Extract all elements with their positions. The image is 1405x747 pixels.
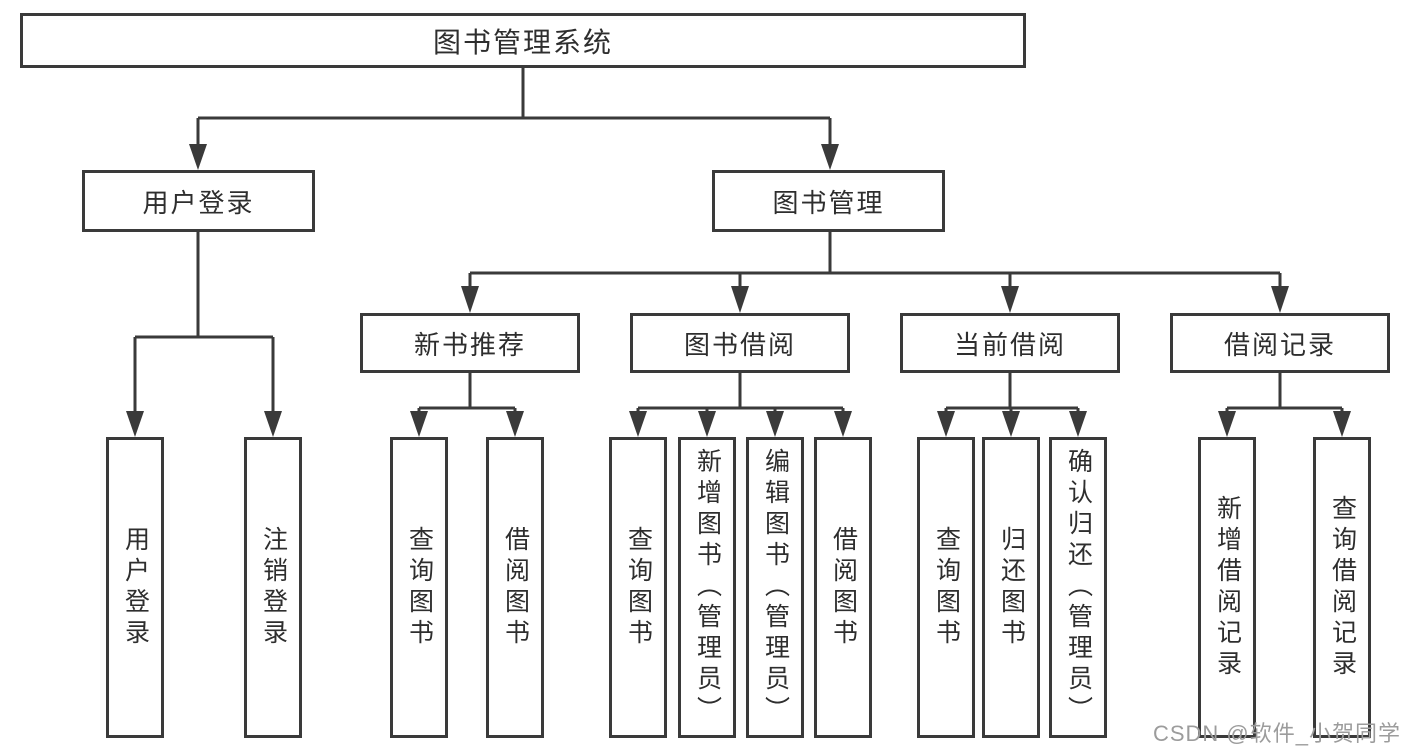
node-root-label: 图书管理系统 [432, 26, 613, 58]
node-user-login: 用户登录 [82, 170, 315, 232]
leaf-edit-books-admin-label: 编辑图书（管理员） [761, 448, 790, 727]
node-user-login-label: 用户登录 [142, 187, 255, 218]
leaf-add-books-admin-label: 新增图书（管理员） [693, 448, 722, 727]
leaf-confirm-return-admin: 确认归还（管理员） [1049, 437, 1107, 738]
node-book-management-label: 图书管理 [772, 187, 885, 218]
leaf-add-books-admin: 新增图书（管理员） [678, 437, 736, 738]
node-borrow-records: 借阅记录 [1170, 313, 1390, 373]
leaf-newbook-query-books: 查询图书 [390, 437, 448, 738]
leaf-add-borrow-record: 新增借阅记录 [1198, 437, 1256, 738]
node-book-management: 图书管理 [712, 170, 945, 232]
leaf-newbook-borrow-books-label: 借阅图书 [501, 525, 530, 650]
leaf-return-books: 归还图书 [982, 437, 1040, 738]
node-book-borrow-label: 图书借阅 [683, 329, 796, 360]
leaf-current-query-books: 查询图书 [917, 437, 975, 738]
node-borrow-records-label: 借阅记录 [1223, 329, 1336, 360]
leaf-user-login-label: 用户登录 [121, 525, 150, 650]
node-new-book-recommend: 新书推荐 [360, 313, 580, 373]
leaf-logout: 注销登录 [244, 437, 302, 738]
leaf-borrow-query-books-label: 查询图书 [624, 525, 653, 650]
node-current-borrow-label: 当前借阅 [953, 329, 1066, 360]
node-book-borrow: 图书借阅 [630, 313, 850, 373]
leaf-logout-label: 注销登录 [259, 525, 288, 650]
leaf-current-query-books-label: 查询图书 [932, 525, 961, 650]
leaf-newbook-query-books-label: 查询图书 [405, 525, 434, 650]
leaf-confirm-return-admin-label: 确认归还（管理员） [1064, 448, 1093, 727]
leaf-edit-books-admin: 编辑图书（管理员） [746, 437, 804, 738]
leaf-query-borrow-record: 查询借阅记录 [1313, 437, 1371, 738]
leaf-query-borrow-record-label: 查询借阅记录 [1328, 494, 1357, 681]
leaf-borrow-books-label: 借阅图书 [829, 525, 858, 650]
leaf-newbook-borrow-books: 借阅图书 [486, 437, 544, 738]
leaf-add-borrow-record-label: 新增借阅记录 [1213, 494, 1242, 681]
leaf-borrow-books: 借阅图书 [814, 437, 872, 738]
leaf-user-login: 用户登录 [106, 437, 164, 738]
node-current-borrow: 当前借阅 [900, 313, 1120, 373]
csdn-watermark: CSDN @软件_小贺同学 [1152, 721, 1401, 746]
node-root: 图书管理系统 [20, 13, 1026, 68]
leaf-return-books-label: 归还图书 [997, 525, 1026, 650]
node-new-book-recommend-label: 新书推荐 [413, 329, 526, 360]
leaf-borrow-query-books: 查询图书 [609, 437, 667, 738]
